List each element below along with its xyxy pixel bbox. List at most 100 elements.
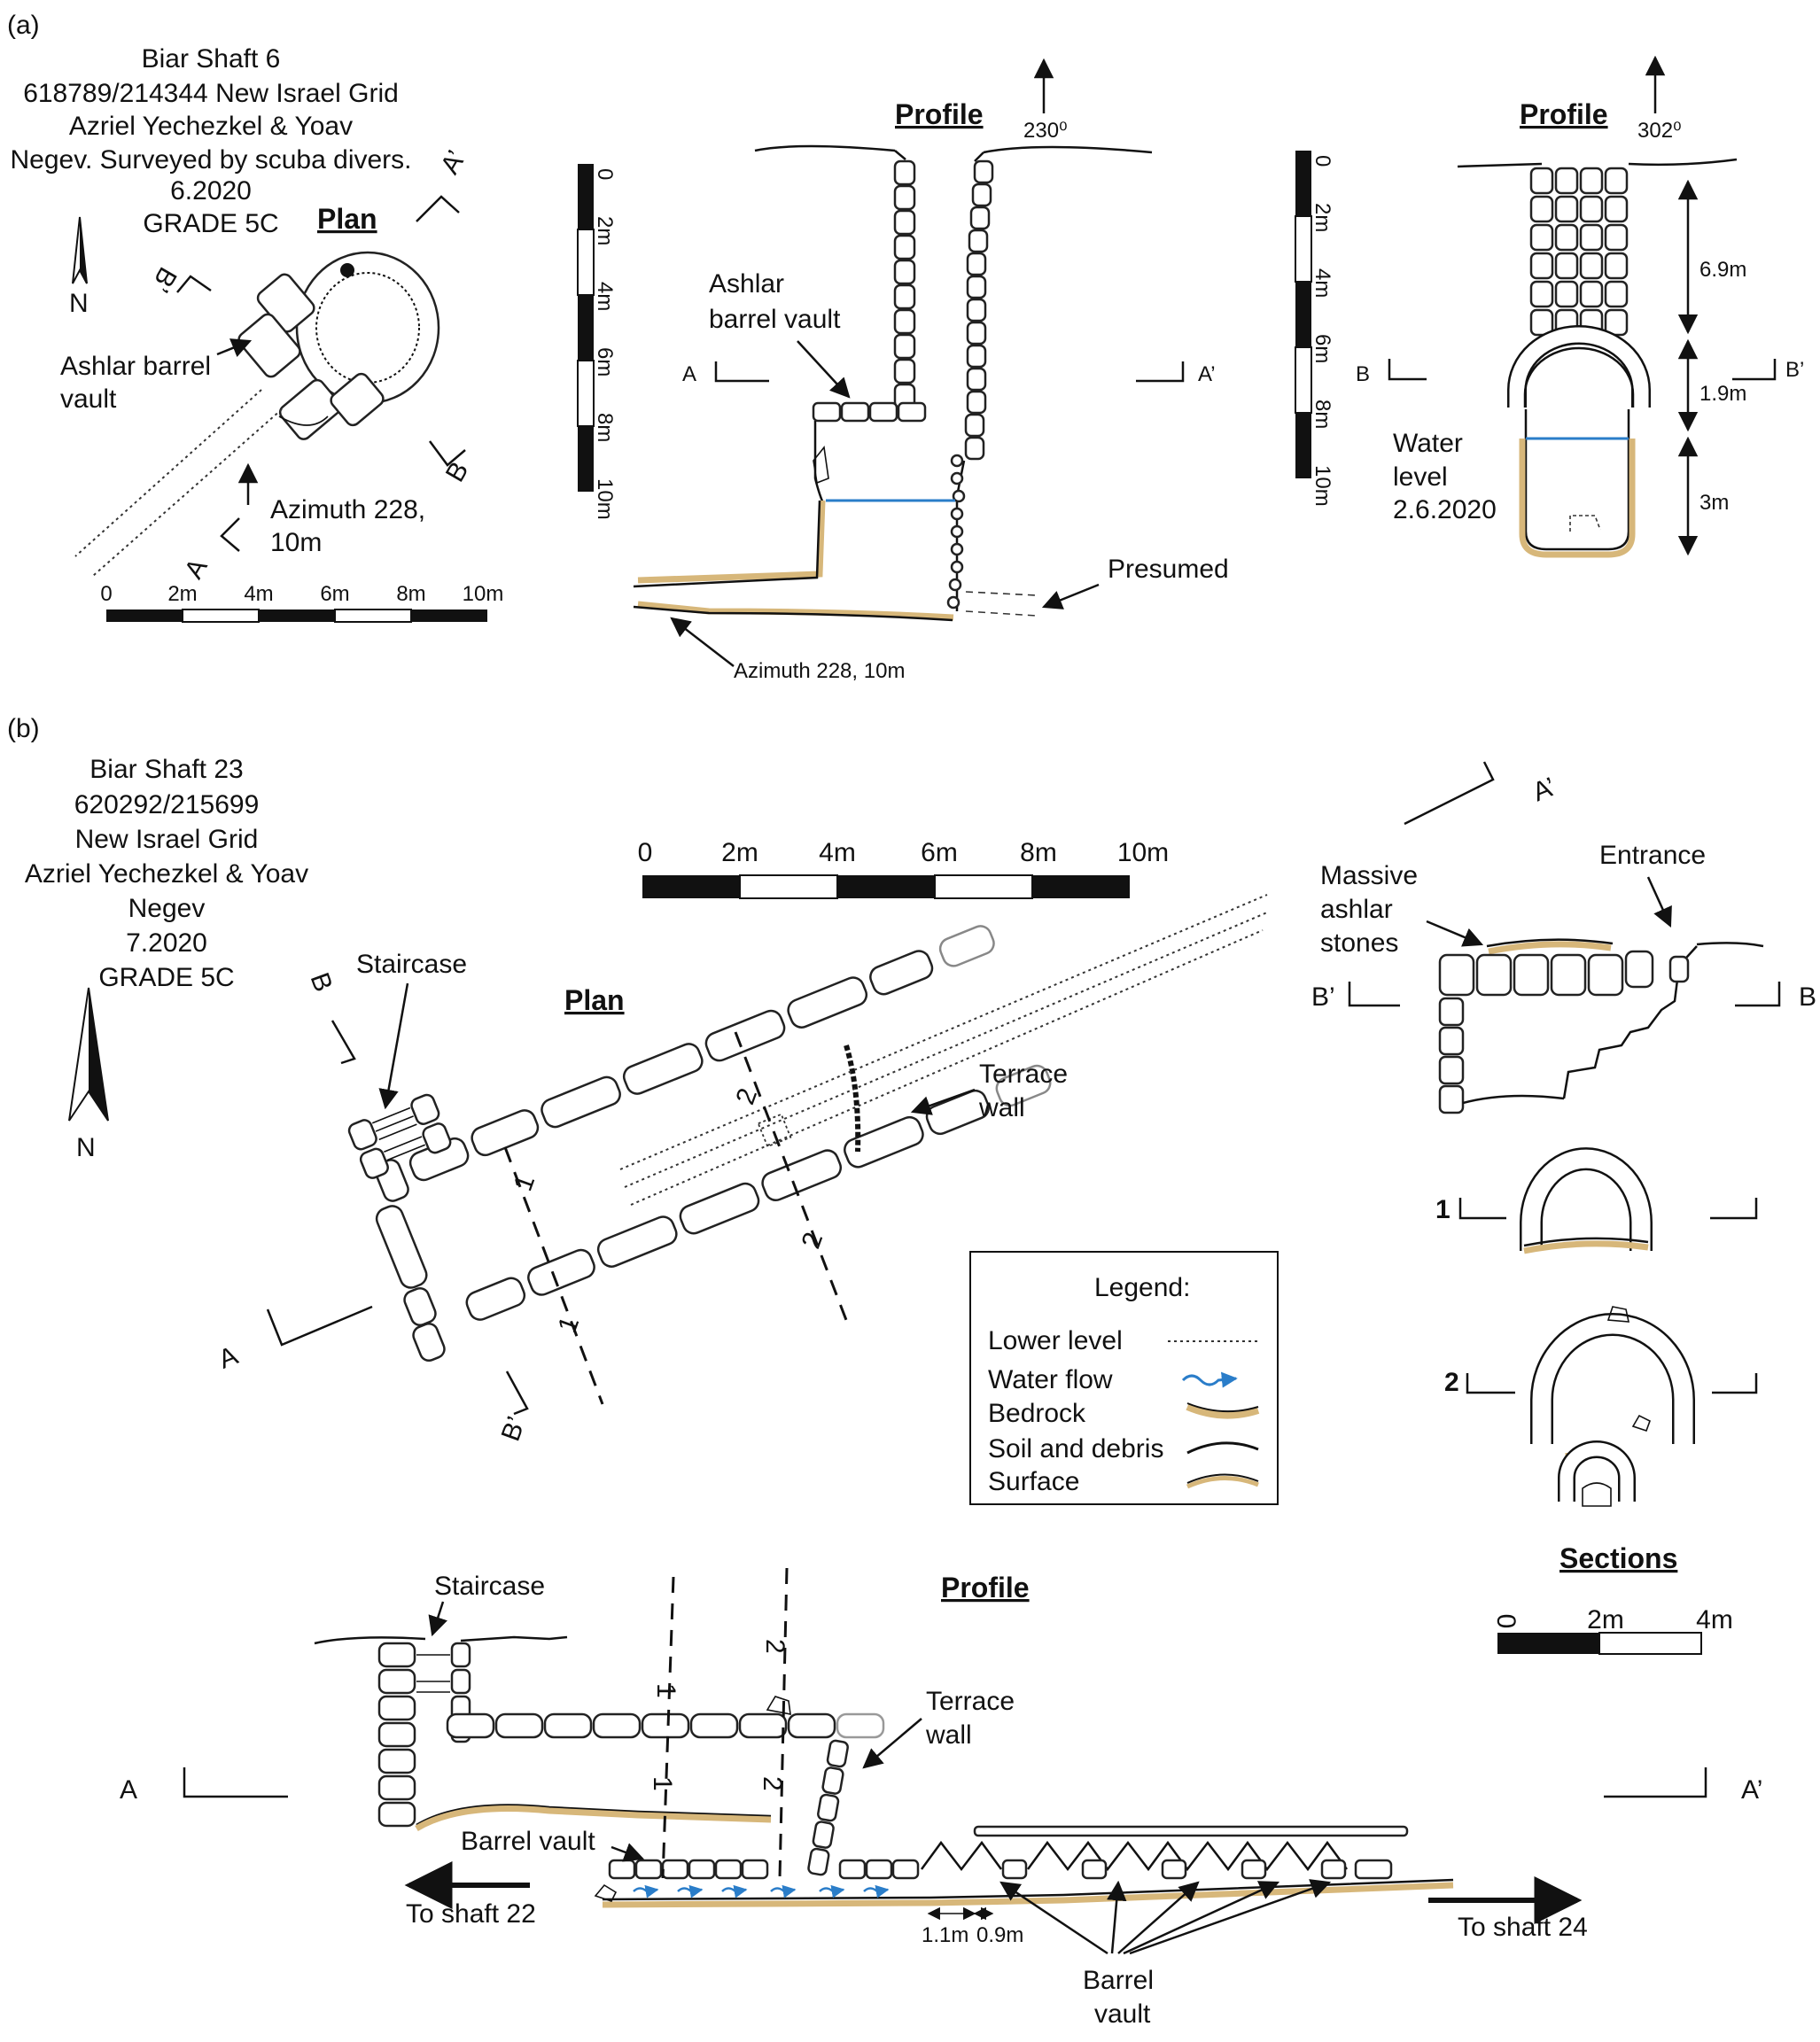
- svg-text:ashlar: ashlar: [1320, 895, 1393, 924]
- svg-text:Negev. Surveyed by scuba diver: Negev. Surveyed by scuba divers.: [10, 145, 411, 175]
- north-arrow-icon: N: [69, 216, 89, 318]
- svg-text:1: 1: [1435, 1195, 1451, 1224]
- profile-a2-title: Profile: [1520, 98, 1608, 130]
- svg-text:10m: 10m: [1117, 838, 1169, 867]
- svg-text:2.6.2020: 2.6.2020: [1393, 495, 1497, 524]
- svg-text:Biar Shaft 23: Biar Shaft 23: [89, 755, 243, 784]
- legend-item-water-flow: Water flow: [988, 1365, 1113, 1394]
- profile-a1-vault-label-2: barrel vault: [709, 305, 841, 334]
- svg-text:10m: 10m: [463, 582, 504, 606]
- svg-text:level: level: [1393, 462, 1448, 492]
- svg-text:GRADE 5C: GRADE 5C: [143, 209, 278, 238]
- svg-text:1: 1: [553, 1313, 586, 1337]
- svg-text:stones: stones: [1320, 928, 1398, 958]
- svg-text:4m: 4m: [819, 838, 856, 867]
- legend-swatch-water-flow: [1181, 1371, 1238, 1388]
- plan-a-azimuth: Azimuth 228,: [270, 495, 425, 524]
- legend: Legend: Lower level Water flow Bedrock S…: [969, 1251, 1279, 1505]
- vertical-scale-1: 0 2m 4m 6m 8m 10m: [577, 164, 617, 520]
- legend-swatch-surface: [1186, 1476, 1259, 1489]
- svg-text:B’: B’: [145, 262, 183, 298]
- panel-a-label: (a): [7, 11, 40, 40]
- svg-text:0.9m: 0.9m: [976, 1923, 1023, 1947]
- legend-item-lower-level: Lower level: [988, 1326, 1123, 1355]
- svg-text:1: 1: [509, 1171, 541, 1195]
- svg-text:B: B: [1799, 982, 1816, 1012]
- svg-text:New Israel Grid: New Israel Grid: [75, 825, 259, 854]
- svg-text:1: 1: [648, 1776, 677, 1791]
- svg-text:0: 0: [1311, 155, 1334, 167]
- plan-a-vault-label-2: vault: [60, 384, 117, 414]
- plan-a-vault-label: Ashlar barrel: [60, 352, 211, 381]
- svg-text:6.9m: 6.9m: [1699, 258, 1746, 282]
- profile-b-staircase: Staircase: [434, 1572, 545, 1601]
- svg-text:A’: A’: [435, 145, 471, 179]
- svg-text:8m: 8m: [1020, 838, 1057, 867]
- vertical-scale-2: 0 2m 4m 6m 8m 10m: [1295, 151, 1334, 507]
- sections-b: Massive ashlar stones Entrance B’ B 1: [1311, 841, 1816, 1655]
- svg-text:4m: 4m: [1311, 268, 1334, 298]
- profile-a1-section-marks: A A’: [682, 361, 1216, 386]
- svg-text:7.2020: 7.2020: [126, 928, 207, 958]
- svg-text:3m: 3m: [1699, 491, 1729, 515]
- svg-text:1.1m: 1.1m: [922, 1923, 968, 1947]
- to-shaft-22-label: To shaft 22: [406, 1899, 536, 1929]
- svg-text:2: 2: [758, 1776, 787, 1791]
- svg-text:2m: 2m: [593, 216, 617, 245]
- plan-a-azimuth-2: 10m: [270, 528, 322, 557]
- legend-item-bedrock: Bedrock: [988, 1399, 1086, 1428]
- svg-text:A: A: [214, 1341, 242, 1375]
- svg-text:B: B: [1356, 362, 1370, 386]
- svg-text:A’: A’: [1741, 1775, 1762, 1805]
- plan-a-scale-bar: 0 2m 4m 6m 8m 10m: [100, 582, 504, 623]
- svg-text:A’: A’: [1528, 773, 1559, 808]
- profile-a1-azimuth: Azimuth 228, 10m: [734, 659, 905, 683]
- svg-text:4m: 4m: [244, 582, 273, 606]
- svg-text:8m: 8m: [593, 413, 617, 442]
- svg-text:Legend:: Legend:: [1094, 1273, 1190, 1302]
- svg-text:vault: vault: [1094, 1999, 1151, 2029]
- svg-text:A: A: [682, 362, 696, 386]
- profile-a1-vault-label: Ashlar: [709, 269, 784, 299]
- svg-text:6m: 6m: [593, 347, 617, 377]
- legend-item-surface: Surface: [988, 1467, 1079, 1496]
- svg-text:B’: B’: [1311, 982, 1335, 1012]
- plan-b-tunnel: [347, 894, 1268, 1405]
- svg-text:Entrance: Entrance: [1599, 841, 1706, 870]
- profile-a1-bearing: 230⁰: [1023, 119, 1068, 143]
- svg-text:1.9m: 1.9m: [1699, 382, 1746, 406]
- profile-b-barrel-vault: Barrel vault: [461, 1827, 595, 1856]
- svg-text:Biar Shaft 6: Biar Shaft 6: [142, 44, 281, 74]
- svg-text:1: 1: [651, 1683, 681, 1698]
- plan-a-tunnel: [74, 389, 283, 577]
- svg-text:B’: B’: [496, 1413, 532, 1445]
- svg-text:0: 0: [593, 168, 617, 180]
- profile-a2-dimensions: 6.9m 1.9m 3m: [1677, 179, 1746, 556]
- svg-text:10m: 10m: [1311, 465, 1334, 507]
- profile-b-terrace-wall-2: wall: [925, 1720, 972, 1750]
- svg-text:B: B: [305, 969, 338, 996]
- plan-b-scale-bar: 0 2m 4m 6m 8m 10m: [638, 838, 1169, 899]
- profile-b-terrace-wall: Terrace: [926, 1687, 1015, 1716]
- svg-text:6m: 6m: [921, 838, 958, 867]
- svg-text:Azriel Yechezkel & Yoav: Azriel Yechezkel & Yoav: [25, 859, 308, 889]
- profile-b-section-marks: 1 1 2 2 A A’: [120, 1639, 1762, 1805]
- svg-text:2m: 2m: [1587, 1605, 1624, 1634]
- svg-text:Water: Water: [1393, 429, 1463, 458]
- svg-text:0: 0: [1491, 1614, 1521, 1629]
- profile-a2-water-label: Water level 2.6.2020: [1393, 429, 1497, 524]
- svg-text:A’: A’: [1198, 362, 1216, 386]
- profile-a1-shaft: [633, 144, 1153, 622]
- svg-text:8m: 8m: [1311, 400, 1334, 429]
- svg-text:2: 2: [1444, 1368, 1459, 1397]
- svg-text:10m: 10m: [593, 478, 617, 520]
- svg-text:A: A: [120, 1775, 137, 1805]
- profile-a2-section-marks: B B’: [1356, 358, 1804, 386]
- to-shaft-24-label: To shaft 24: [1458, 1913, 1588, 1942]
- svg-text:GRADE 5C: GRADE 5C: [98, 963, 234, 992]
- profile-a2-bearing: 302⁰: [1637, 119, 1682, 143]
- plan-a-shaft: [237, 251, 440, 440]
- svg-text:A: A: [179, 554, 214, 584]
- svg-text:618789/214344 New Israel Grid: 618789/214344 New Israel Grid: [23, 79, 399, 108]
